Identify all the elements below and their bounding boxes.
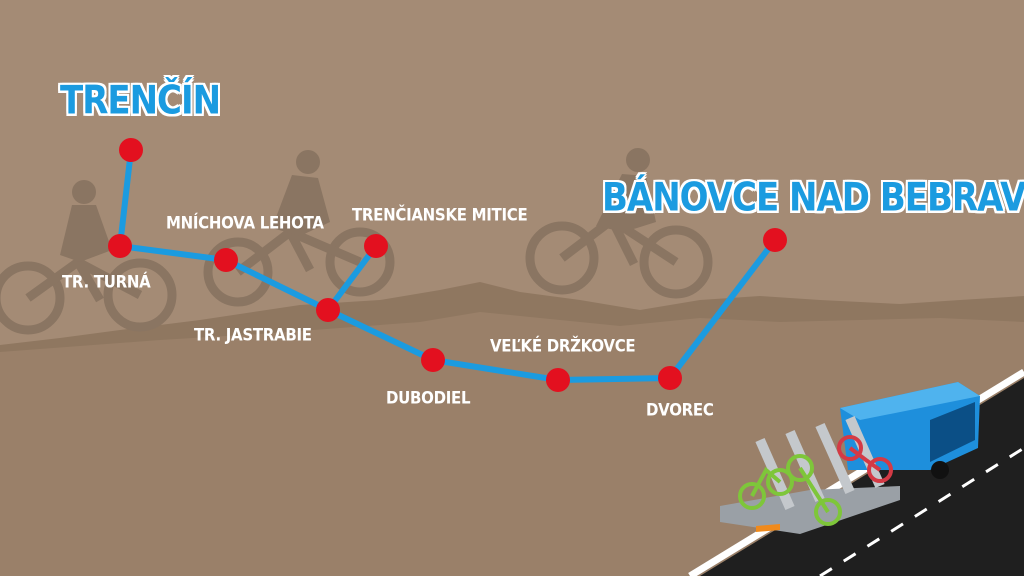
bus-roof xyxy=(840,382,980,420)
road-center-line xyxy=(819,446,1024,576)
marker-tr-jastrabie[interactable] xyxy=(316,298,340,322)
trailer-rack xyxy=(755,415,885,511)
stop-label-mnichova-lehota: MNÍCHOVA LEHOTA xyxy=(166,213,324,234)
bus-wheel xyxy=(931,461,949,479)
bike-icon xyxy=(738,454,842,526)
route-line xyxy=(117,147,778,383)
marker-tr-turna[interactable] xyxy=(108,234,132,258)
cyclist-silhouette-icon xyxy=(0,256,177,335)
marker-dvorec[interactable] xyxy=(658,366,682,390)
cyclist-rider xyxy=(596,148,656,232)
marker-banovce[interactable] xyxy=(763,228,787,252)
cyclist-silhouette-icon xyxy=(525,214,713,299)
marker-trencin[interactable] xyxy=(119,138,143,162)
stop-label-tr-turna: TR. TURNÁ xyxy=(62,272,151,293)
stop-label-trencianske-mitice: TRENČIANSKE MITICE xyxy=(352,205,528,226)
bus-windshield xyxy=(930,402,975,462)
cyclist-silhouette-icon xyxy=(203,226,395,307)
stop-label-velke-drzkovce: VEĽKÉ DRŽKOVCE xyxy=(490,336,636,357)
stop-label-tr-jastrabie: TR. JASTRABIE xyxy=(194,325,312,346)
stop-label-dvorec: DVOREC xyxy=(646,400,714,421)
city-label-start: TRENČÍN xyxy=(60,78,221,124)
marker-dubodiel[interactable] xyxy=(421,348,445,372)
marker-mnichova-lehota[interactable] xyxy=(214,248,238,272)
city-label-end: BÁNOVCE NAD BEBRAVOU xyxy=(602,175,1024,221)
trailer-light xyxy=(756,524,780,532)
marker-velke-drzkovce[interactable] xyxy=(546,368,570,392)
marker-trencianske-mitice[interactable] xyxy=(364,234,388,258)
stop-markers xyxy=(108,138,787,392)
bus-with-bike-trailer-icon xyxy=(720,382,980,534)
cyclist-rider xyxy=(60,180,112,262)
cyclist-rider xyxy=(272,150,330,236)
stop-label-dubodiel: DUBODIEL xyxy=(386,388,471,409)
bike-icon xyxy=(837,435,893,483)
